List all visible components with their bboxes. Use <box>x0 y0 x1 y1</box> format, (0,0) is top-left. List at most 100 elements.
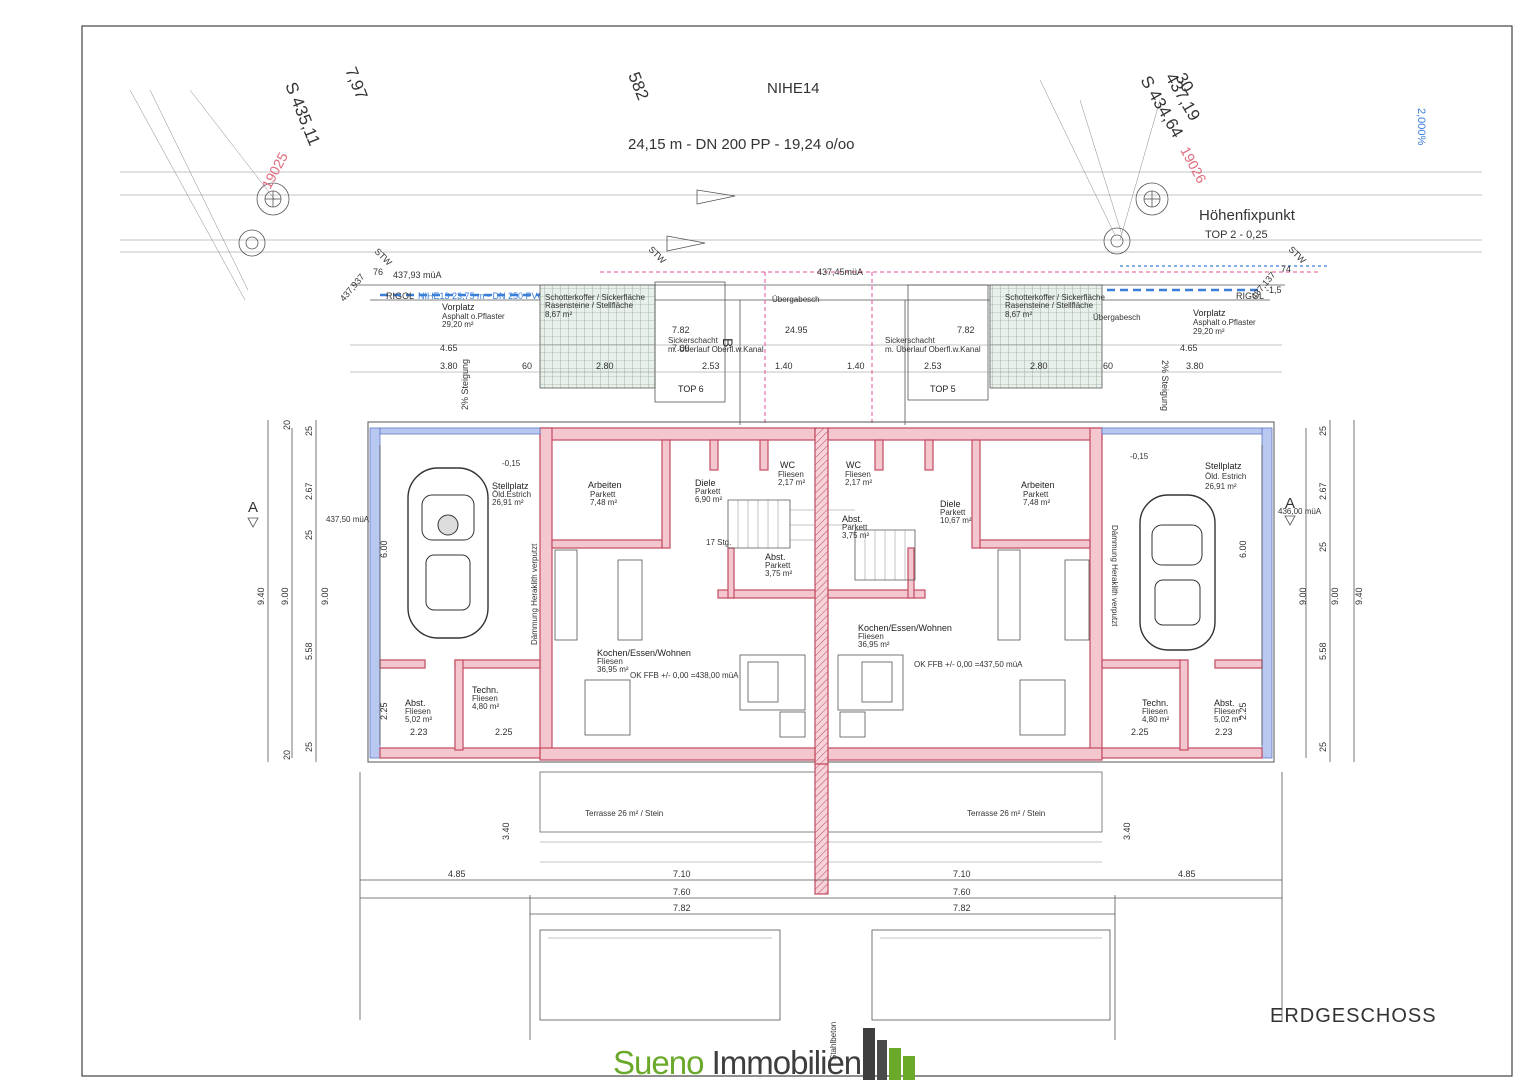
dim-710-r: 7.10 <box>953 869 971 879</box>
techn-left: Techn. <box>472 685 499 695</box>
car-left <box>407 467 489 639</box>
dim-280-l: 2.80 <box>596 361 614 371</box>
wc-left-area: 2,17 m² <box>778 478 805 487</box>
schotter-left: Schotterkoffer / Sickerfläche <box>545 293 645 302</box>
abst-upper-left: Abst. <box>765 552 786 562</box>
abst-lower-right-area: 5,02 m² <box>1214 715 1241 724</box>
top6-label: TOP 6 <box>678 384 704 394</box>
rigol-right: RIGOL <box>1236 291 1264 301</box>
abst-upper-left-sub: Parkett <box>765 561 791 570</box>
dim-253-l: 2.53 <box>702 361 720 371</box>
stairs-count: 17 Stg. <box>706 538 731 547</box>
dim-900-r2: 9.00 <box>1298 587 1308 605</box>
pink-label-right: 19026 <box>1177 144 1210 186</box>
stairs-left <box>727 499 815 549</box>
dim-940-l: 9.40 <box>256 587 266 605</box>
diele-left: Diele <box>695 478 716 488</box>
dim-223-r: 2.23 <box>1215 727 1233 737</box>
diele-right-sub: Parkett <box>940 508 966 517</box>
survey-left-1: S 435,11 <box>281 79 324 148</box>
dim-340-r: 3.40 <box>1122 822 1132 840</box>
dim-225-l: 2.25 <box>379 702 389 720</box>
manhole-left <box>256 182 290 216</box>
dim-20-l1: 20 <box>282 420 292 430</box>
abst-lower-right-sub: Fliesen <box>1214 707 1240 716</box>
section-arrow-left <box>247 517 259 528</box>
arbeiten-right: Arbeiten <box>1021 480 1055 490</box>
section-b: B <box>720 338 736 347</box>
dim-940-r: 9.40 <box>1354 587 1364 605</box>
elev-left: 437,93 müA <box>393 270 442 280</box>
okffb-right: OK FFB +/- 0,00 =437,50 müA <box>914 660 1023 669</box>
marker-15: -1,5 <box>1266 285 1282 295</box>
schotter-right-area: 8,67 m² <box>1005 310 1032 319</box>
vorplatz-left: Vorplatz <box>442 302 475 312</box>
abst-upper-right: Abst. <box>842 514 863 524</box>
terrasse-right: Terrasse 26 m² / Stein <box>967 809 1045 818</box>
wc-right: WC <box>846 460 861 470</box>
vorplatz-left-sub: Asphalt o.Pflaster <box>442 312 505 321</box>
dim-465-r: 4.65 <box>1180 343 1198 353</box>
dim-710-l: 7.10 <box>673 869 691 879</box>
dim-340-l: 3.40 <box>501 822 511 840</box>
dim-558-r: 5.58 <box>1318 642 1328 660</box>
terrace <box>359 763 1283 1040</box>
dim-25-r1: 25 <box>1318 426 1328 436</box>
vorplatz-left-area: 29,20 m² <box>442 320 474 329</box>
sheet-title: ERDGESCHOSS <box>1270 1005 1437 1027</box>
building <box>367 421 1275 765</box>
wc-right-sub: Fliesen <box>845 470 871 479</box>
diele-right-area: 10,67 m² <box>940 516 972 525</box>
slope-right: 2% Steigung <box>1160 360 1170 411</box>
dim-225-br: 2.25 <box>1131 727 1149 737</box>
manhole-left-2 <box>238 229 266 257</box>
arbeiten-left-sub: Parkett <box>590 490 616 499</box>
stellplatz-left: Stellplatz <box>492 481 529 491</box>
stellplatz-right: Stellplatz <box>1205 461 1242 471</box>
wc-left: WC <box>780 460 795 470</box>
stellplatz-right-sub: Öld. Estrich <box>1205 472 1246 481</box>
dim-760-tl: 7.60 <box>672 343 690 353</box>
daemmung-right: Dämmung Heraklith verputzt <box>1110 525 1119 627</box>
ubergabe-right: Übergabesch <box>1093 313 1141 322</box>
wc-left-sub: Fliesen <box>778 470 804 479</box>
okffb-left: OK FFB +/- 0,00 =438,00 müA <box>630 671 739 680</box>
vorplatz-right-sub: Asphalt o.Pflaster <box>1193 318 1256 327</box>
manhole-right-2 <box>1103 227 1131 255</box>
abst-upper-right-sub: Parkett <box>842 523 868 532</box>
brand-part-2: Immobilien <box>711 1044 863 1081</box>
wc-right-area: 2,17 m² <box>845 478 872 487</box>
stw-mid: STW <box>647 244 669 266</box>
techn-right-area: 4,80 m² <box>1142 715 1169 724</box>
elev-side-left: 437,50 müA <box>326 515 370 524</box>
dim-2495: 24.95 <box>785 325 808 335</box>
section-mark-right: A <box>1285 495 1295 512</box>
abst-lower-left-sub: Fliesen <box>405 707 431 716</box>
stellplatz-left-sub: Öld.Estrich <box>492 490 531 499</box>
kochen-right-area: 36,95 m² <box>858 640 890 649</box>
stahlbeton: Stahlbeton <box>829 1022 838 1060</box>
elev-mid: 437,45müA <box>817 267 863 277</box>
sickerschacht-left-2: m. Überlauf Oberfl.w.Kanal <box>668 345 764 354</box>
brand-wordmark: Sueno Immobilien <box>613 1044 863 1082</box>
rigol-left: RIGOL <box>386 291 414 301</box>
vorplatz-right: Vorplatz <box>1193 308 1226 318</box>
dim-782-tl: 7.82 <box>672 325 690 335</box>
dim-900-l1: 9.00 <box>280 587 290 605</box>
terrasse-left: Terrasse 26 m² / Stein <box>585 809 663 818</box>
arbeiten-right-sub: Parkett <box>1023 490 1049 499</box>
schotter-left-sub: Rasensteine / Stellfläche <box>545 301 634 310</box>
dim-280-r: 2.80 <box>1030 361 1048 371</box>
arbeiten-left-area: 7,48 m² <box>590 498 617 507</box>
side-dimensions <box>267 420 1355 762</box>
daemmung-left: Dämmung Heraklith verputzt <box>530 543 539 645</box>
pipe-spec: 24,15 m - DN 200 PP - 19,24 o/oo <box>628 136 855 153</box>
dim-225-bl: 2.25 <box>495 727 513 737</box>
marker-76: 76 <box>373 267 383 277</box>
dim-60-r: 60 <box>1103 361 1113 371</box>
techn-left-sub: Fliesen <box>472 694 498 703</box>
dim-225-r: 2.25 <box>1238 702 1248 720</box>
level-left: -0,15 <box>502 459 521 468</box>
marker-437937: 437,937 <box>338 272 367 303</box>
diele-left-area: 6,90 m² <box>695 495 722 504</box>
